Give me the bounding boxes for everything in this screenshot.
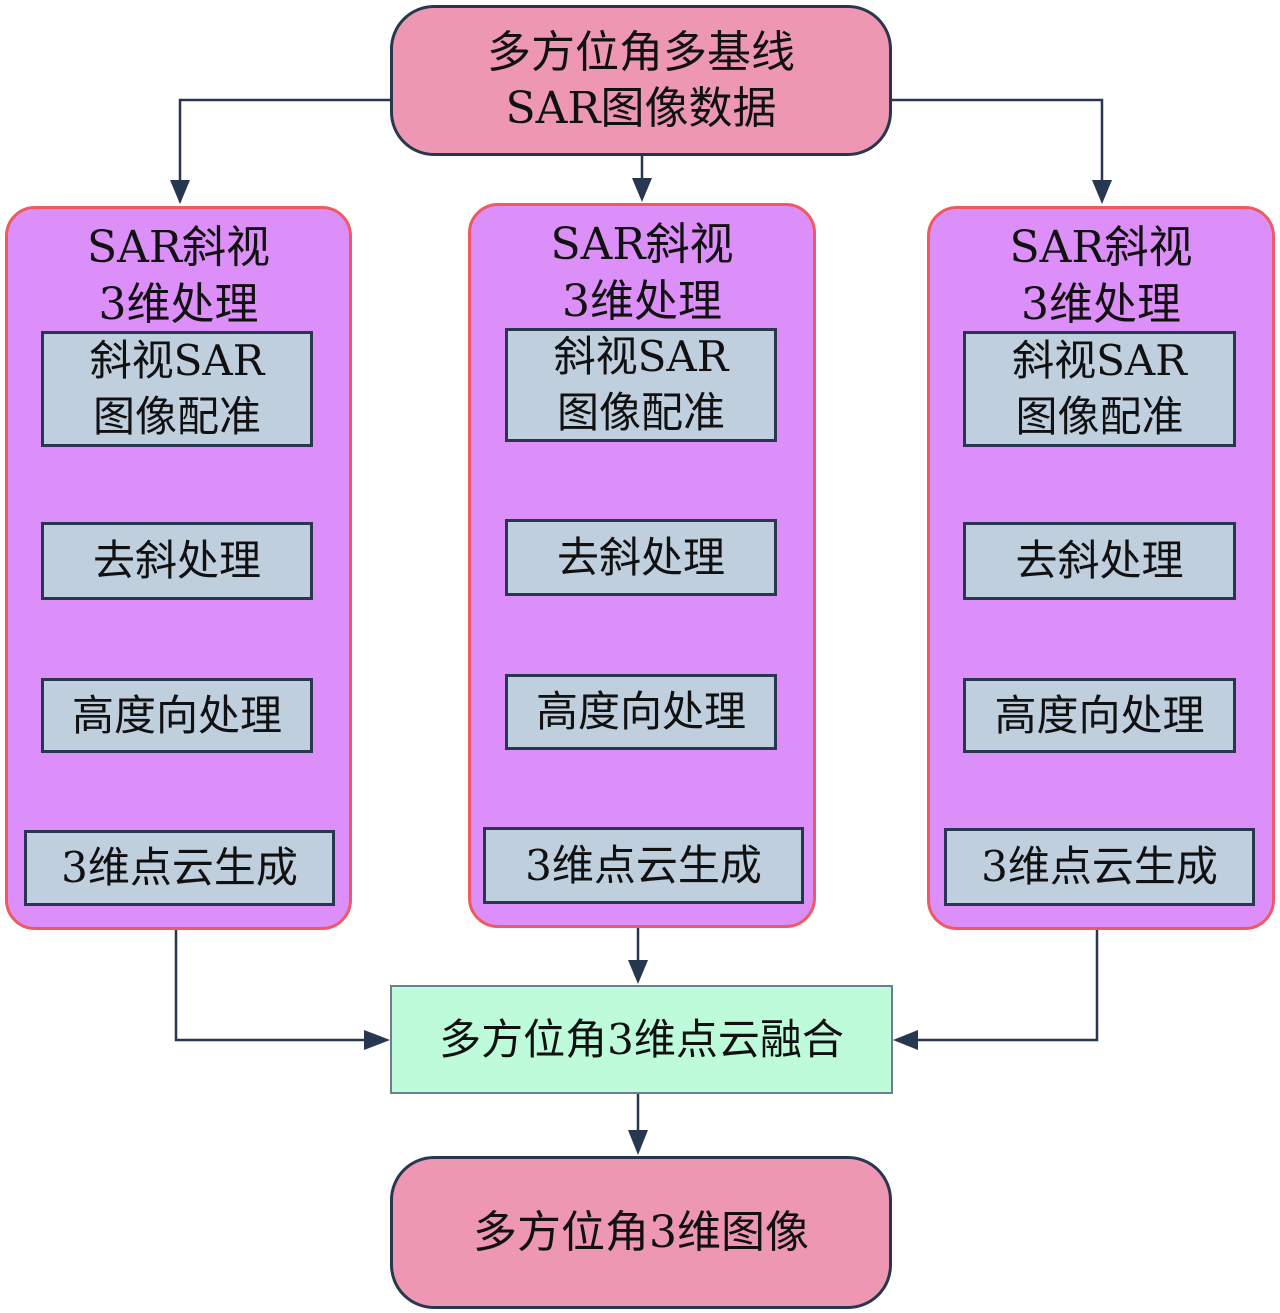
source-node: 多方位角多基线 SAR图像数据 <box>390 5 892 156</box>
output-node: 多方位角3维图像 <box>390 1156 892 1309</box>
step-deramp: 去斜处理 <box>41 522 313 600</box>
panel-title: SAR斜视 3维处理 <box>86 222 271 330</box>
arrowhead-panel-1 <box>170 180 190 204</box>
step-height-processing: 高度向处理 <box>41 678 313 753</box>
arrowhead-panel-2 <box>632 178 652 202</box>
arrow-source-to-panel-1 <box>178 98 390 202</box>
arrowhead-fusion-top <box>628 960 648 984</box>
arrow-panel-1-to-fusion <box>174 930 366 1042</box>
fusion-node: 多方位角3维点云融合 <box>390 985 893 1094</box>
arrow-panel-3-to-fusion <box>916 930 1099 1042</box>
panel-title: SAR斜视 3维处理 <box>550 219 734 327</box>
step-deramp: 去斜处理 <box>505 519 777 596</box>
arrowhead-fusion-right <box>893 1030 918 1050</box>
step-point-cloud: 3维点云生成 <box>483 827 804 904</box>
arrowhead-fusion-left <box>364 1030 390 1050</box>
step-registration: 斜视SAR 图像配准 <box>41 331 313 447</box>
arrow-source-to-panel-3 <box>892 98 1104 182</box>
step-registration: 斜视SAR 图像配准 <box>505 328 777 442</box>
step-deramp: 去斜处理 <box>963 522 1236 600</box>
arrowhead-output <box>628 1130 648 1155</box>
step-height-processing: 高度向处理 <box>505 674 777 750</box>
step-registration: 斜视SAR 图像配准 <box>963 331 1236 447</box>
arrowhead-panel-3 <box>1092 180 1112 204</box>
step-point-cloud: 3维点云生成 <box>944 828 1255 906</box>
step-point-cloud: 3维点云生成 <box>24 830 335 906</box>
panel-title: SAR斜视 3维处理 <box>1009 222 1193 330</box>
step-height-processing: 高度向处理 <box>963 678 1236 753</box>
